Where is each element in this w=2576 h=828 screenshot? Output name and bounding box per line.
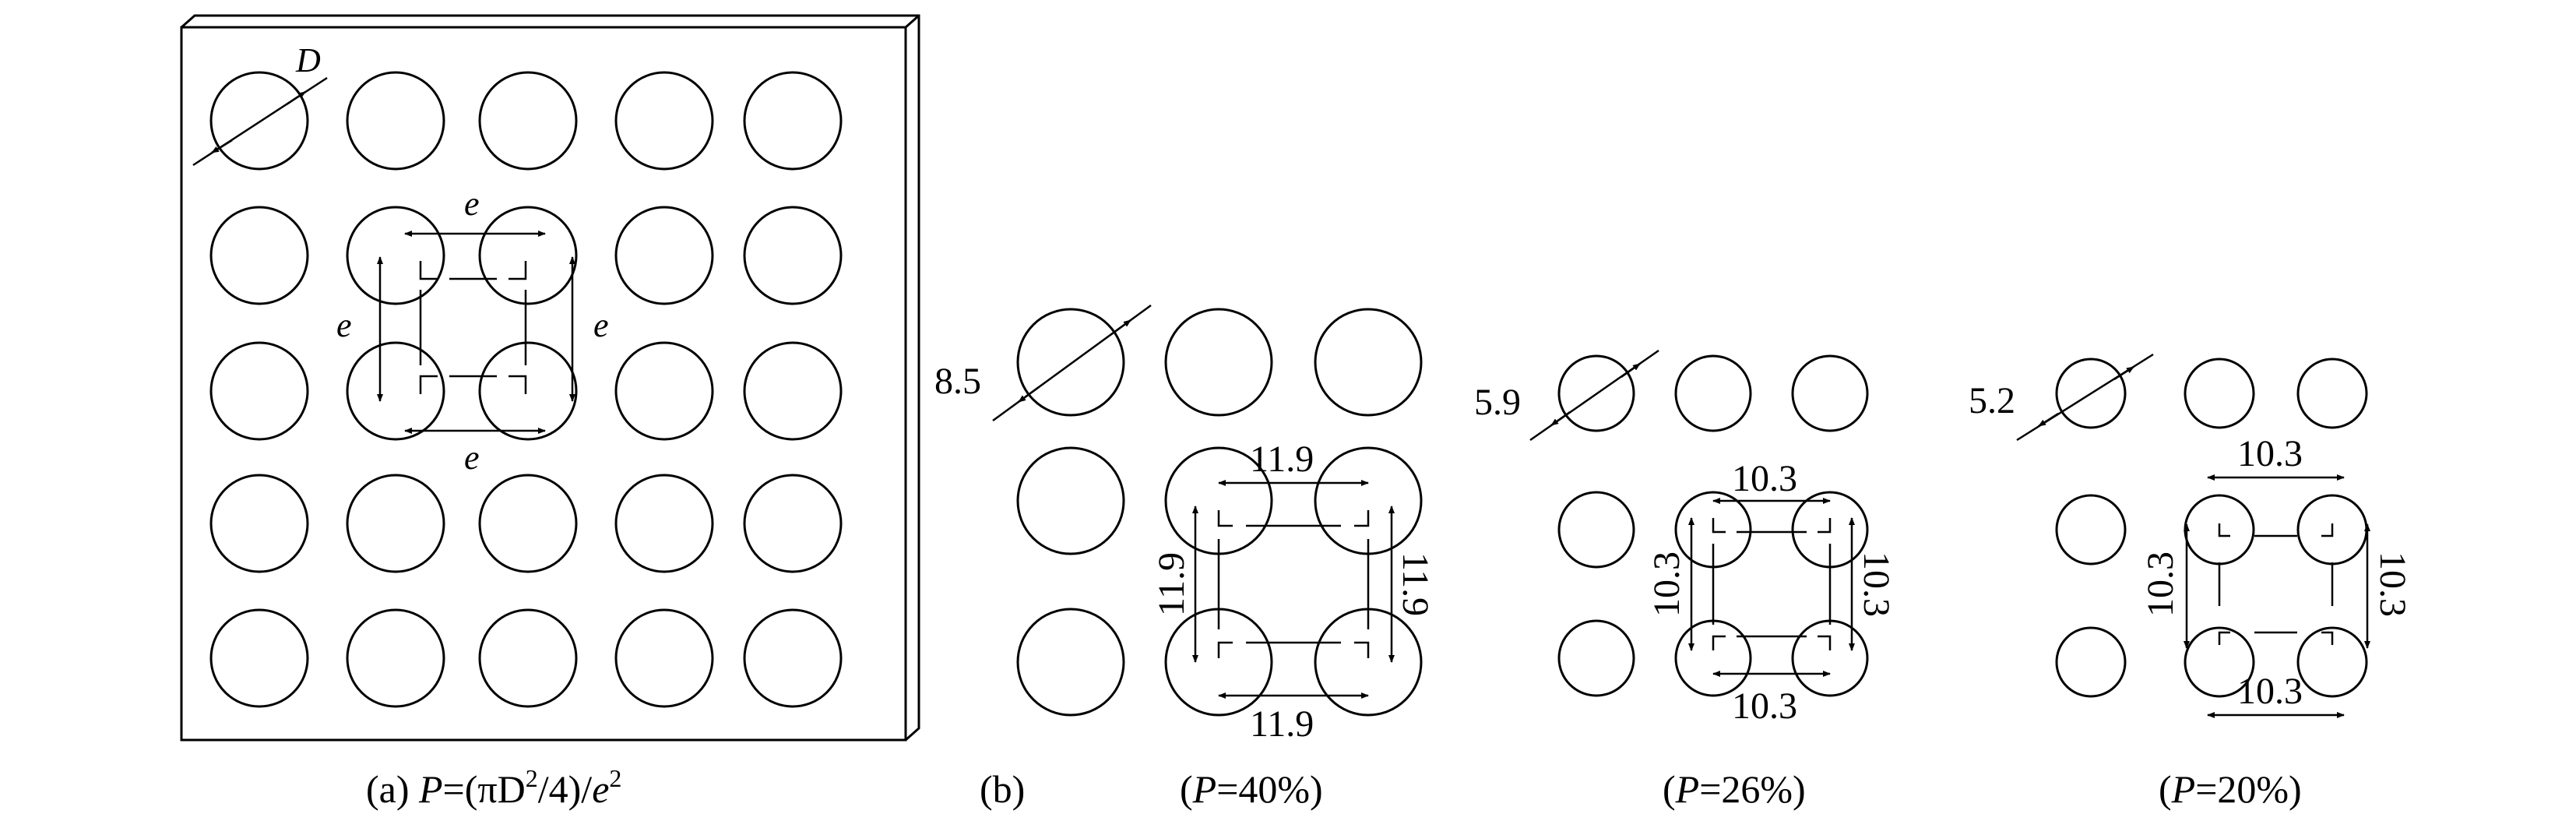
hole-a-r2-c5 [743, 206, 843, 305]
hole-a-r1-c2 [346, 71, 445, 171]
config-26-percent: 5.9 10.3 10.3 10.3 10.3 (P=26%) [1474, 349, 1897, 811]
pitch-value-3-left: 10.3 [2140, 551, 2181, 617]
pitch-label-bottom: e [464, 439, 480, 477]
hole-a-r2-c3 [478, 206, 578, 305]
pitch-label-top: e [464, 185, 480, 223]
hole-b3-2 [2184, 358, 2255, 429]
hole-b2-4 [1557, 491, 1635, 569]
pitch-value-2-bottom: 10.3 [1732, 685, 1797, 727]
hole-b1-1 [1016, 308, 1125, 417]
hole-a-r1-c1 [209, 71, 309, 171]
hole-a-r4-c2 [346, 474, 445, 573]
hole-b3-9 [2296, 626, 2368, 698]
hole-b1-2 [1164, 308, 1273, 417]
hole-a-r5-c2 [346, 608, 445, 708]
pitch-label-left: e [336, 306, 352, 344]
hole-a-r5-c3 [478, 608, 578, 708]
hole-a-r1-c4 [614, 71, 714, 171]
pitch-value-3-bottom: 10.3 [2237, 671, 2303, 712]
config-20-percent: 5.2 10.3 10.3 10.3 10.3 (P=20%) [1969, 353, 2413, 811]
pitch-value-3-top: 10.3 [2237, 433, 2303, 474]
caption-config-2: (P=26%) [1663, 767, 1806, 811]
pitch-value-2-top: 10.3 [1732, 458, 1797, 499]
pitch-value-1-left: 11.9 [1151, 552, 1192, 616]
hole-a-r4-c4 [614, 474, 714, 573]
caption-config-1: (P=40%) [1180, 767, 1323, 811]
hole-a-r5-c1 [209, 608, 309, 708]
caption-b-letter: (b) [980, 767, 1025, 811]
hole-a-r5-c4 [614, 608, 714, 708]
hole-b1-6 [1314, 446, 1423, 555]
hole-a-r3-c4 [614, 341, 714, 441]
panel-a: D e e e e [180, 14, 920, 811]
hole-b2-7 [1557, 619, 1635, 697]
hole-a-r4-c3 [478, 474, 578, 573]
hole-a-r1-c3 [478, 71, 578, 171]
config-40-percent: 8.5 11.9 11.9 11.9 11.9 (P=40%) [934, 304, 1436, 811]
caption-a: (a) P=(πD2/4)/e2 [366, 764, 621, 811]
hole-b2-8 [1674, 619, 1752, 697]
hole-a-r3-c3 [478, 341, 578, 441]
pitch-square-a [419, 261, 527, 394]
hole-a-r4-c1 [209, 474, 309, 573]
pitch-label-right: e [593, 306, 609, 344]
hole-a-r4-c5 [743, 474, 843, 573]
hole-b2-3 [1791, 354, 1869, 432]
hole-a-r2-c2 [346, 206, 445, 305]
panel-b: (b) 8.5 11.9 11.9 11.9 11.9 (P=40%) [934, 304, 2413, 811]
hole-b2-2 [1674, 354, 1752, 432]
pitch-value-1-bottom: 11.9 [1250, 703, 1314, 745]
hole-b3-3 [2296, 358, 2368, 429]
pitch-value-2-right: 10.3 [1856, 551, 1897, 617]
hole-a-r3-c1 [209, 341, 309, 441]
hole-b1-3 [1314, 308, 1423, 417]
hole-b3-4 [2055, 494, 2127, 566]
hole-a-r1-c5 [743, 71, 843, 171]
pitch-value-2-left: 10.3 [1646, 551, 1687, 617]
diameter-value-3: 5.2 [1969, 380, 2015, 421]
dimension-marks-a: D e e e e [192, 41, 609, 477]
hole-a-r3-c2 [346, 341, 445, 441]
diameter-value-1: 8.5 [934, 361, 981, 402]
hole-b3-8 [2184, 626, 2255, 698]
hole-b2-9 [1791, 619, 1869, 697]
diameter-label: D [295, 41, 321, 79]
caption-config-3: (P=20%) [2159, 767, 2302, 811]
hole-b3-7 [2055, 626, 2127, 698]
diameter-value-2: 5.9 [1474, 382, 1521, 423]
hole-a-r2-c1 [209, 206, 309, 305]
pitch-value-3-right: 10.3 [2372, 551, 2413, 617]
hole-b1-4 [1016, 446, 1125, 555]
hole-grid-a [209, 71, 843, 708]
hole-a-r2-c4 [614, 206, 714, 305]
hole-a-r3-c5 [743, 341, 843, 441]
pitch-value-1-top: 11.9 [1250, 439, 1314, 480]
hole-a-r5-c5 [743, 608, 843, 708]
hole-b1-7 [1016, 608, 1125, 717]
pitch-value-1-right: 11.9 [1395, 552, 1436, 616]
